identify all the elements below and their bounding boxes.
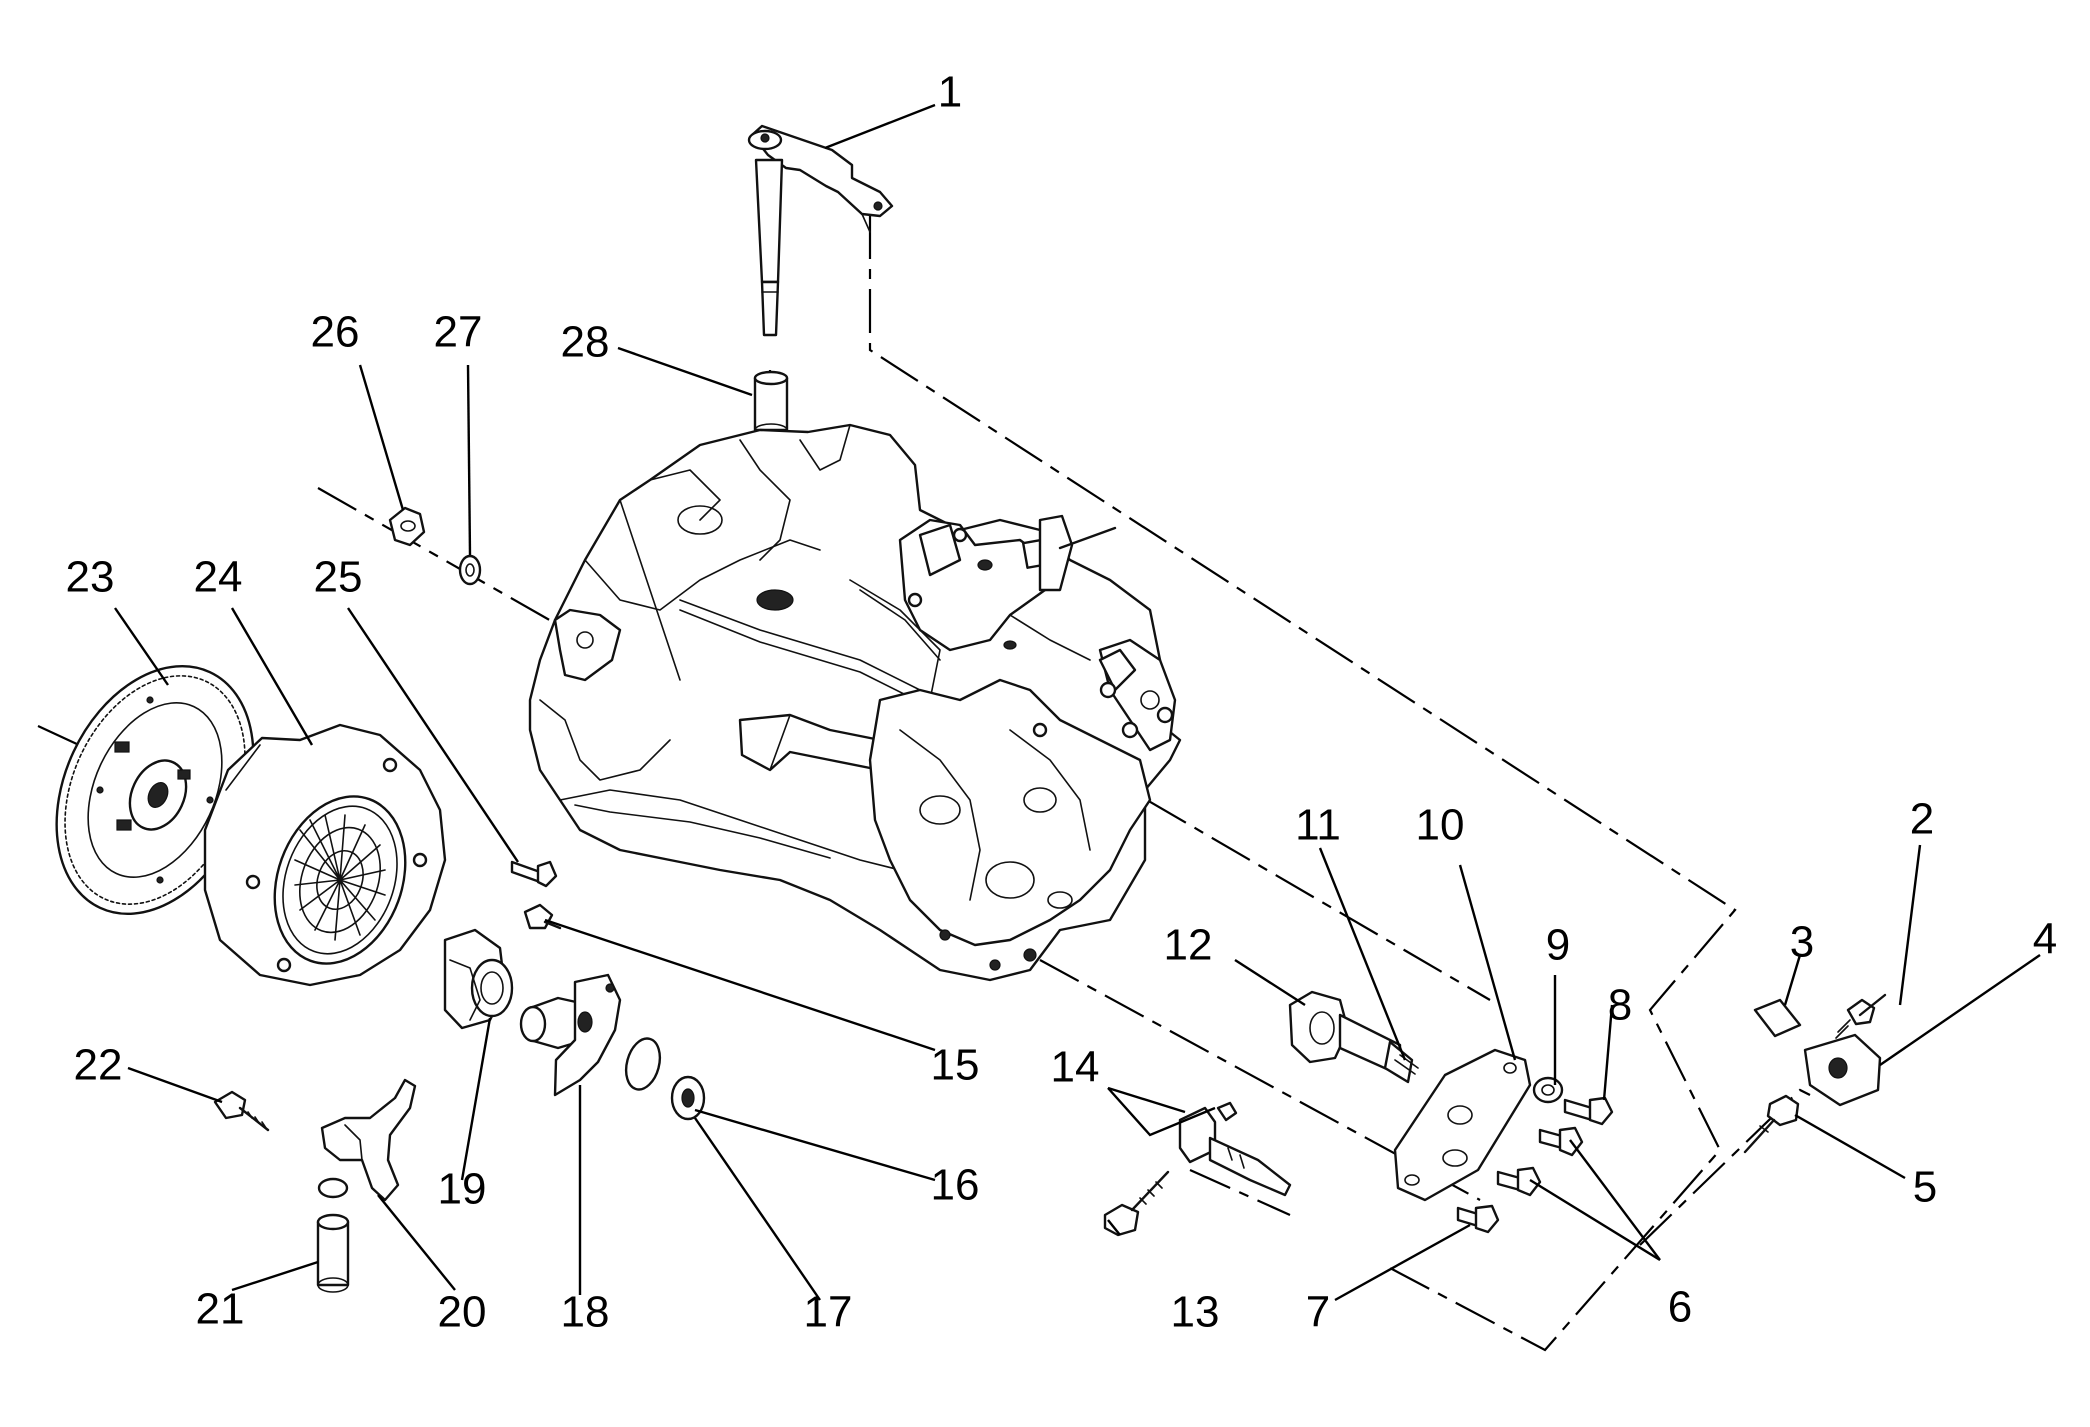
part-shift-lever [747,124,894,337]
part-bolt-2 [1835,993,1887,1039]
callout-4: 4 [2033,915,2057,964]
callout-12: 12 [1164,921,1213,970]
callout-1: 1 [938,68,962,117]
callout-8: 8 [1608,981,1632,1030]
callout-2: 2 [1910,795,1934,844]
callout-20: 20 [438,1288,487,1337]
callout-5: 5 [1913,1163,1937,1212]
part-stud-11 [1383,1040,1419,1084]
callout-19: 19 [438,1165,487,1214]
part-release-fork [317,1078,417,1202]
callout-16: 16 [931,1161,980,1210]
callout-28: 28 [561,318,610,367]
part-bolt-22 [213,1090,270,1132]
part-o-ring-16 [624,1037,662,1091]
case-bolts [907,527,1174,739]
part-release-bearing [443,928,514,1030]
callout-24: 24 [194,553,243,602]
callout-22: 22 [74,1041,123,1090]
part-bushing-28 [753,370,789,437]
part-bolt-8 [1563,1096,1614,1126]
part-bolt-13 [1103,1170,1170,1237]
part-pressure-plate [203,723,447,987]
callout-labels: 1 2 3 4 5 6 7 8 9 10 11 12 13 14 15 16 1… [66,68,2058,1337]
callout-6: 6 [1668,1283,1692,1332]
callout-13: 13 [1171,1288,1220,1337]
part-seal-17 [670,1075,706,1121]
part-transmission-case [528,423,1182,982]
part-washer-9 [1532,1076,1564,1104]
part-cable-end-14 [1178,1101,1292,1197]
part-bolt-25 [510,860,558,888]
part-fitting-5 [1743,1094,1800,1154]
part-pivot-bushing-21 [316,1213,350,1293]
part-washer-27 [458,554,482,586]
callout-9: 9 [1546,921,1570,970]
leader-lines [114,103,2041,1302]
callout-25: 25 [314,553,363,602]
callout-21: 21 [196,1285,245,1334]
callout-11: 11 [1295,801,1341,850]
callout-27: 27 [434,308,483,357]
callout-14: 14 [1051,1043,1100,1092]
part-adapter-plate-10 [1393,1048,1532,1202]
part-bolt-7 [1456,1204,1500,1234]
callout-3: 3 [1790,918,1814,967]
callout-7: 7 [1306,1288,1330,1337]
callout-15: 15 [931,1041,980,1090]
callout-26: 26 [311,308,360,357]
callout-10: 10 [1416,801,1465,850]
callout-23: 23 [66,553,115,602]
callout-17: 17 [804,1288,853,1337]
part-nut-26 [388,506,426,547]
part-bolt-15 [523,903,562,930]
part-bracket-4 [1803,1033,1882,1107]
part-guide-tube [519,973,622,1097]
part-clip-3 [1753,998,1802,1038]
callout-18: 18 [561,1288,610,1337]
